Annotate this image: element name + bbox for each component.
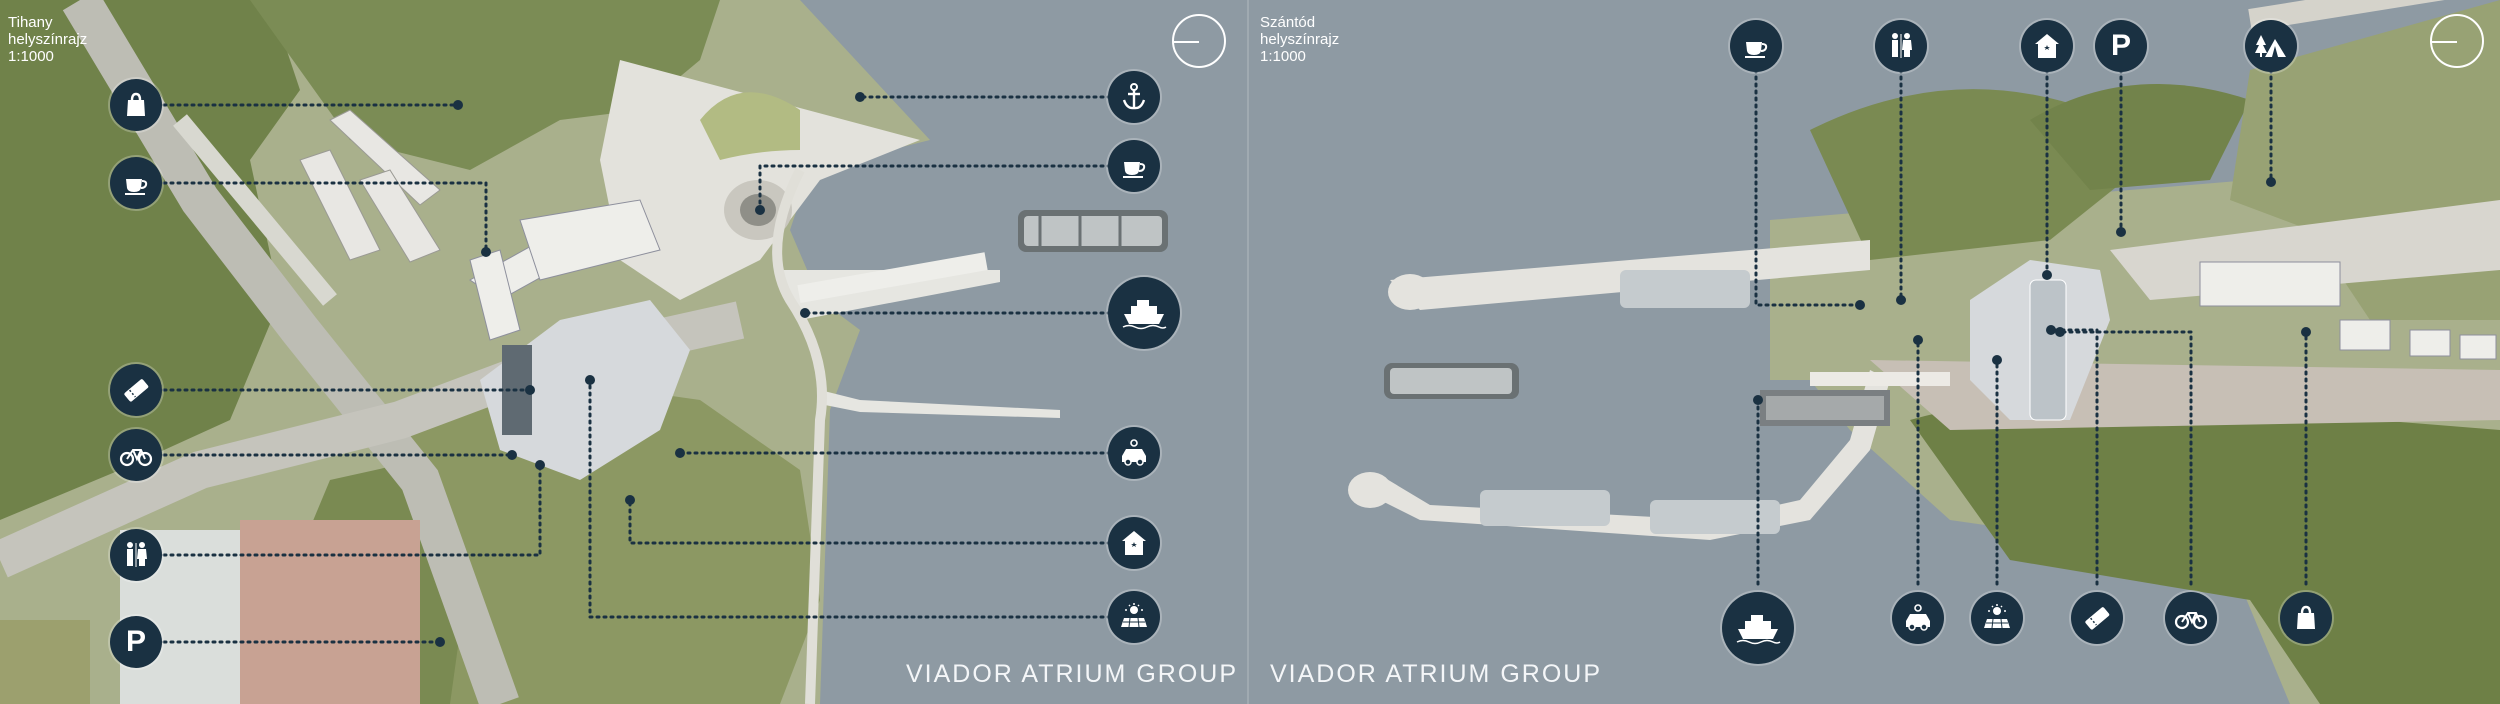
scale-value: 1:1000 (8, 48, 54, 65)
car-icon (1892, 592, 1944, 644)
coffee-icon (1108, 140, 1160, 192)
parking-icon: P (2095, 20, 2147, 72)
scale-value: 1:1000 (1260, 48, 1306, 65)
location-name: Szántód (1260, 14, 1316, 31)
brand-wordmark: VIADOR ATRIUM GROUP (906, 660, 1239, 688)
brand-wordmark: VIADOR ATRIUM GROUP (1270, 660, 1603, 688)
solar-icon (1108, 591, 1160, 643)
restroom-icon (110, 529, 162, 581)
ticket-icon (2071, 592, 2123, 644)
location-name: Tihany (8, 14, 53, 31)
parking-icon: P (110, 616, 162, 668)
ticket-icon (110, 364, 162, 416)
anchor-icon (1108, 71, 1160, 123)
north-arrow-icon (1172, 14, 1226, 68)
tent-icon (2245, 20, 2297, 72)
shop-icon (2280, 592, 2332, 644)
sheet-name: helyszínrajz (8, 31, 88, 48)
coffee-icon (110, 157, 162, 209)
ferry-icon (1722, 592, 1794, 664)
bicycle-icon (2165, 592, 2217, 644)
shop-icon (110, 79, 162, 131)
szantod-site-plan: Szántód helyszínrajz 1:1000 VIADOR ATRIU… (1250, 0, 2500, 704)
sheet-name: helyszínrajz (1260, 31, 1340, 48)
restroom-icon (1875, 20, 1927, 72)
shelter-icon (1108, 517, 1160, 569)
solar-icon (1971, 592, 2023, 644)
tihany-location-label: Tihany helyszínrajz 1:1000 (8, 14, 87, 65)
car-icon (1108, 427, 1160, 479)
bicycle-icon (110, 429, 162, 481)
tihany-site-plan: Tihany helyszínrajz 1:1000 VIADOR ATRIUM… (0, 0, 1250, 704)
szantod-aerial-map (1250, 0, 2500, 704)
ferry-icon (1108, 277, 1180, 349)
shelter-icon (2021, 20, 2073, 72)
coffee-icon (1730, 20, 1782, 72)
tihany-aerial-map (0, 0, 1250, 704)
szantod-location-label: Szántód helyszínrajz 1:1000 (1260, 14, 1339, 65)
north-arrow-icon (2430, 14, 2484, 68)
